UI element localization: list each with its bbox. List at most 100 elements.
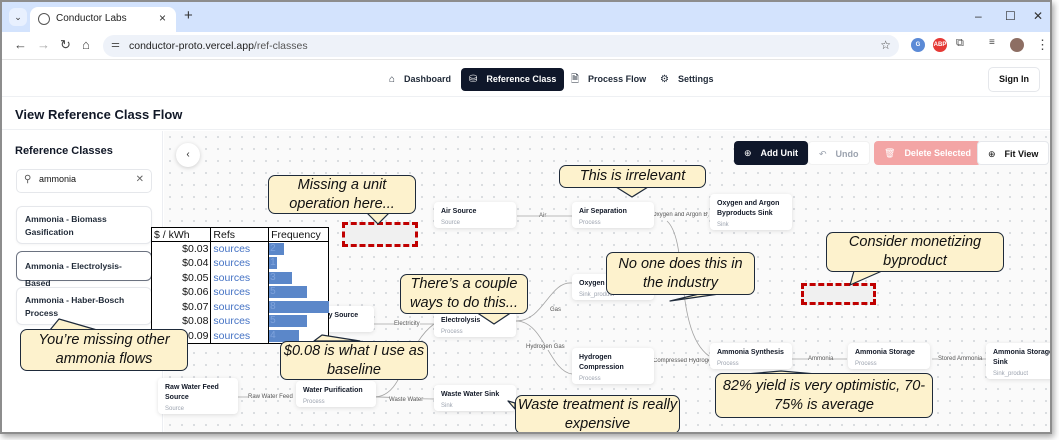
price-cell: $0.06 [150, 285, 212, 300]
frequency-cell: 3 [268, 270, 329, 285]
site-info-icon[interactable]: ⚌ [111, 39, 120, 50]
frequency-cell: 5 [268, 314, 329, 329]
file-chart-icon: 🗎 [571, 74, 580, 85]
trash-icon: 🗑 [884, 148, 896, 158]
extensions-puzzle-icon[interactable]: ⧉ [956, 37, 964, 49]
callout-monetize: Consider monetizing byproduct [826, 232, 1004, 272]
callout-yield: 82% yield is very optimistic, 70-75% is … [715, 373, 933, 418]
callout-missing-flows: You’re missing other ammonia flows [20, 329, 188, 371]
fit-view-button[interactable]: ⊕Fit View [977, 141, 1050, 165]
callout-missing-unit: Missing a unit operation here... [268, 175, 416, 214]
search-box: ⚲ ✕ [16, 169, 152, 193]
edge-label-compressed-hydrogen: Compressed Hydrogen [653, 358, 709, 364]
back-icon[interactable]: ← [14, 37, 27, 52]
sign-in-button[interactable]: Sign In [988, 67, 1040, 92]
frequency-cell: 5 [268, 285, 329, 300]
col-header-price: $ / kWh [150, 227, 212, 242]
col-header-frequency: Frequency [268, 227, 329, 242]
edge-label-raw-water-feed: Raw Water Feed [248, 394, 293, 400]
nav-settings[interactable]: ⚙Settings [660, 74, 714, 85]
new-tab-button[interactable]: + [184, 7, 193, 24]
undo-icon: ↶ [819, 149, 827, 159]
price-cell: $0.08 [150, 314, 212, 329]
tab-search-chevron-icon[interactable]: ⌄ [9, 8, 27, 26]
minimize-icon[interactable]: – [975, 9, 982, 23]
callout-no-one: No one does this in the industry [606, 252, 755, 295]
undo-button[interactable]: ↶Undo [808, 141, 870, 165]
page-header: View Reference Class Flow [2, 98, 1050, 130]
search-icon: ⚲ [24, 174, 32, 185]
maximize-icon[interactable]: ☐ [1005, 9, 1016, 23]
sources-link[interactable]: sources [210, 256, 270, 271]
frequency-bar: 4 [269, 329, 300, 342]
callout-irrelevant: This is irrelevant [559, 165, 706, 188]
tail-missing-unit [366, 212, 390, 225]
media-control-icon[interactable]: ≡ [989, 37, 995, 48]
plus-circle-icon: ⊕ [744, 148, 752, 158]
frequency-bar: 3 [269, 271, 293, 284]
menu-kebab-icon[interactable]: ⋮ [1036, 37, 1049, 52]
frequency-bar: 2 [269, 243, 285, 255]
search-input[interactable] [39, 174, 129, 184]
sources-link[interactable]: sources [210, 241, 270, 256]
address-bar[interactable]: ⚌ conductor-proto.vercel.app/ref-classes… [103, 35, 899, 57]
reference-class-item[interactable]: Ammonia - Biomass Gasification [16, 206, 152, 244]
edge-label-waste-water: Waste Water [389, 397, 424, 403]
frequency-cell: 2 [268, 241, 329, 256]
edge-gas [515, 282, 573, 322]
gear-icon: ⚙ [660, 74, 669, 85]
reference-class-item-selected[interactable]: Ammonia - Electrolysis-Based [16, 251, 152, 288]
delete-selected-button[interactable]: 🗑Delete Selected [874, 141, 981, 165]
edge-label-gas: Gas [550, 307, 562, 313]
profile-avatar[interactable] [1010, 38, 1024, 52]
frequency-bar: 8 [269, 300, 330, 313]
price-cell: $0.07 [150, 299, 212, 314]
home-icon[interactable]: ⌂ [82, 37, 90, 52]
callout-couple-ways: There’s a couple ways to do this... [400, 274, 528, 314]
col-header-refs: Refs [210, 227, 270, 242]
sidebar-title: Reference Classes [15, 145, 113, 157]
edge-label-hydrogen-gas: Hydrogen Gas [526, 344, 565, 350]
frequency-cell: 1 [268, 256, 329, 271]
zoom-in-icon: ⊕ [988, 149, 996, 159]
nav-process-flow[interactable]: 🗎Process Flow [571, 74, 647, 85]
database-icon: ⛁ [469, 74, 478, 85]
reload-icon[interactable]: ↻ [60, 37, 71, 52]
sources-link[interactable]: sources [210, 285, 270, 300]
tail-irrelevant [615, 186, 649, 198]
extension-icon[interactable]: G [911, 38, 925, 52]
reference-class-sidebar: Reference Classes ⚲ ✕ Ammonia - Biomass … [2, 131, 163, 432]
sources-link[interactable]: sources [210, 270, 270, 285]
bookmark-star-icon[interactable]: ☆ [880, 38, 891, 52]
close-tab-icon[interactable]: × [158, 11, 166, 25]
add-unit-button[interactable]: ⊕Add Unit [734, 141, 809, 165]
sources-link[interactable]: sources [210, 314, 270, 329]
browser-tab[interactable]: Conductor Labs × [30, 7, 176, 32]
sources-link[interactable]: sources [210, 299, 270, 314]
reference-class-item[interactable]: Ammonia - Haber-Bosch Process [16, 287, 152, 325]
adblock-extension-icon[interactable]: ABP [933, 38, 947, 52]
nav-reference-class[interactable]: ⛁Reference Class [461, 68, 565, 91]
page-title: View Reference Class Flow [15, 107, 183, 122]
clear-search-icon[interactable]: ✕ [135, 174, 144, 185]
app-navbar: ⌂Dashboard ⛁Reference Class 🗎Process Flo… [2, 61, 1050, 97]
byproduct-placeholder [801, 283, 876, 305]
collapse-sidebar-button[interactable]: ‹ [176, 143, 200, 167]
forward-icon[interactable]: → [37, 37, 50, 52]
sources-link[interactable]: sources [210, 328, 270, 344]
nav-dashboard[interactable]: ⌂Dashboard [389, 74, 452, 85]
close-window-icon[interactable]: ✕ [1033, 9, 1044, 23]
frequency-cell: 8 [268, 299, 330, 314]
